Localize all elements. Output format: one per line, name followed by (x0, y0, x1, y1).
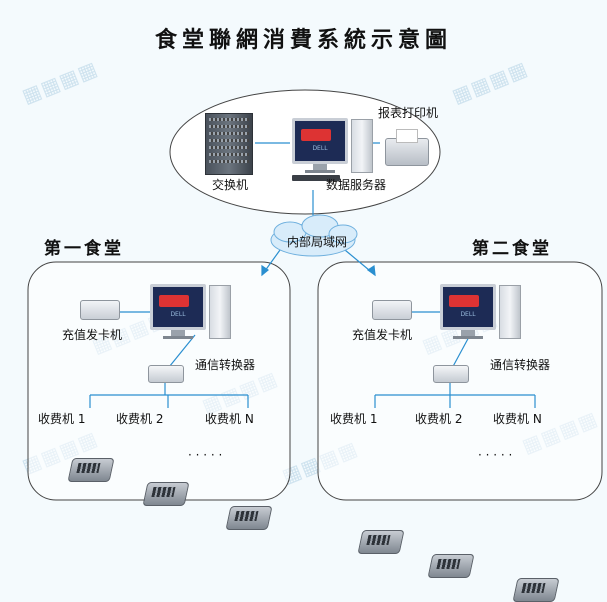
lan-to-canteen-2-arrow (366, 264, 376, 277)
card-issuer-label: 充值发卡机 (62, 328, 123, 342)
diagram-title: 食堂聯網消費系統示意圖 (154, 27, 452, 53)
ellipsis: · · · · · (188, 448, 223, 462)
canteen-2-title: 第二食堂 (472, 239, 552, 259)
converter-label: 通信转换器 (490, 358, 551, 372)
pos-terminal-icon (67, 458, 115, 482)
card-issuer-icon (372, 300, 412, 320)
lan-label: 内部局域网 (287, 235, 348, 249)
converter-label: 通信转换器 (195, 358, 256, 372)
terminal-label: 收费机 2 (415, 412, 463, 426)
terminal-label: 收费机 1 (38, 412, 86, 426)
switch-label: 交换机 (212, 178, 249, 192)
lan-to-canteen-1-arrow (261, 264, 270, 277)
card-issuer-icon (80, 300, 120, 320)
terminal-label: 收费机 N (493, 412, 542, 426)
card-issuer-label: 充值发卡机 (352, 328, 413, 342)
pos-terminal-icon (142, 482, 190, 506)
pos-terminal-icon (357, 530, 405, 554)
pos-terminal-icon (225, 506, 273, 530)
pos-terminal-icon (427, 554, 475, 578)
switch-icon (205, 113, 253, 175)
server-label: 数据服务器 (326, 178, 387, 192)
terminal-label: 收费机 1 (330, 412, 378, 426)
converter-icon (433, 365, 469, 383)
terminal-label: 收费机 N (205, 412, 254, 426)
pc-icon: DELL (440, 284, 521, 339)
server-icon: DELL (292, 118, 373, 181)
printer-icon (385, 129, 429, 166)
ellipsis: · · · · · (478, 448, 513, 462)
canteen-1-title: 第一食堂 (44, 239, 124, 259)
converter-icon (148, 365, 184, 383)
pc-icon: DELL (150, 284, 231, 339)
terminal-label: 收费机 2 (116, 412, 164, 426)
printer-label: 报表打印机 (378, 106, 439, 120)
pos-terminal-icon (512, 578, 560, 602)
lan-cloud-icon (270, 214, 358, 257)
